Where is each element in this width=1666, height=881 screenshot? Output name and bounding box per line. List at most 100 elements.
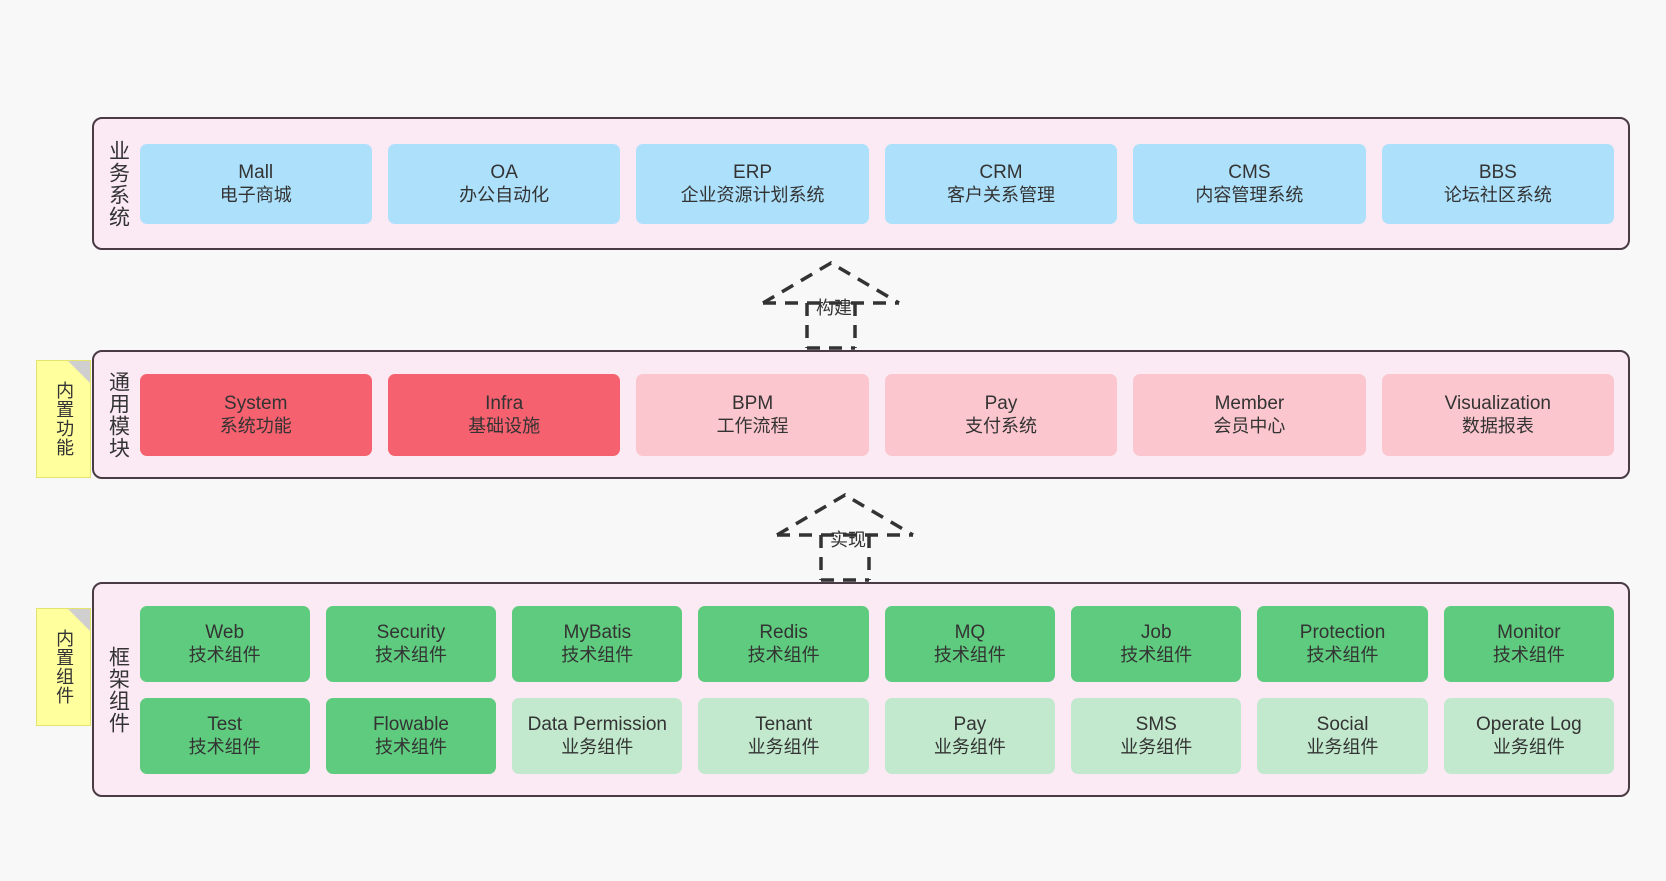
card-subtitle-cn: 技术组件 xyxy=(933,645,1006,666)
sticky-note-builtin-component-text: 内置组件 xyxy=(54,629,75,705)
layer-framework-component-title: 框架组件 xyxy=(106,645,130,734)
card-title-en: Data Permission xyxy=(527,713,667,735)
sticky-note-builtin-function-text: 内置功能 xyxy=(54,381,75,457)
card-subtitle-cn: 技术组件 xyxy=(1306,645,1379,666)
card-title-en: Test xyxy=(207,713,243,735)
card-title-en: Visualization xyxy=(1444,392,1551,414)
card-subtitle-cn: 技术组件 xyxy=(1492,645,1565,666)
card-title-en: CMS xyxy=(1228,161,1271,183)
connector-build: 构建 xyxy=(758,258,904,350)
card-subtitle-cn: 技术组件 xyxy=(1120,645,1193,666)
card-subtitle-cn: 技术组件 xyxy=(561,645,634,666)
card-subtitle-cn: 业务组件 xyxy=(1492,737,1565,758)
card-title-en: Flowable xyxy=(372,713,449,735)
card-title-en: SMS xyxy=(1135,713,1177,735)
card-subtitle-cn: 支付系统 xyxy=(964,416,1037,437)
layer-business-system-title: 业务系统 xyxy=(106,139,130,228)
card-title-en: CRM xyxy=(979,161,1023,183)
note-fold-corner xyxy=(68,609,90,631)
card-subtitle-cn: 系统功能 xyxy=(219,416,292,437)
connector-implement-label: 实现 xyxy=(830,530,866,550)
card-subtitle-cn: 技术组件 xyxy=(374,737,447,758)
card-title-en: Redis xyxy=(759,621,808,643)
card-subtitle-cn: 办公自动化 xyxy=(459,185,550,206)
card-subtitle-cn: 基础设施 xyxy=(468,416,541,437)
card-subtitle-cn: 业务组件 xyxy=(1120,737,1193,758)
card-subtitle-cn: 数据报表 xyxy=(1461,416,1534,437)
card-title-en: Pay xyxy=(953,713,987,735)
card-subtitle-cn: 论坛社区系统 xyxy=(1443,185,1552,206)
card-title-en: Monitor xyxy=(1497,621,1561,643)
card-title-en: Mall xyxy=(238,161,274,183)
card-subtitle-cn: 电子商城 xyxy=(219,185,292,206)
card-title-en: Tenant xyxy=(755,713,813,735)
card-subtitle-cn: 业务组件 xyxy=(561,737,634,758)
card-title-en: System xyxy=(224,392,288,414)
card-subtitle-cn: 内容管理系统 xyxy=(1195,185,1304,206)
layer-common-module-title: 通用模块 xyxy=(106,370,130,459)
card-title-en: Infra xyxy=(485,392,524,414)
card-subtitle-cn: 技术组件 xyxy=(188,645,261,666)
card-title-en: Operate Log xyxy=(1476,713,1582,735)
card-subtitle-cn: 企业资源计划系统 xyxy=(680,185,825,206)
card-subtitle-cn: 工作流程 xyxy=(716,416,789,437)
card-subtitle-cn: 业务组件 xyxy=(1306,737,1379,758)
card-title-en: Pay xyxy=(984,392,1018,414)
card-title-en: OA xyxy=(490,161,518,183)
connector-implement: 实现 xyxy=(772,490,918,582)
build-arrowhead xyxy=(762,260,900,305)
card-subtitle-cn: 业务组件 xyxy=(747,737,820,758)
note-fold-corner xyxy=(68,361,90,383)
card-subtitle-cn: 技术组件 xyxy=(747,645,820,666)
sticky-note-builtin-function: 内置功能 xyxy=(36,360,91,478)
connector-build-label: 构建 xyxy=(816,298,852,318)
card-subtitle-cn: 技术组件 xyxy=(374,645,447,666)
card-title-en: MyBatis xyxy=(563,621,632,643)
card-title-en: BBS xyxy=(1478,161,1517,183)
card-title-en: Protection xyxy=(1299,621,1386,643)
card-subtitle-cn: 业务组件 xyxy=(933,737,1006,758)
card-title-en: MQ xyxy=(954,621,986,643)
card-title-en: Security xyxy=(376,621,446,643)
card-subtitle-cn: 客户关系管理 xyxy=(946,185,1055,206)
implement-arrowhead xyxy=(776,492,914,537)
sticky-note-builtin-component: 内置组件 xyxy=(36,608,91,726)
card-title-en: Job xyxy=(1140,621,1172,643)
